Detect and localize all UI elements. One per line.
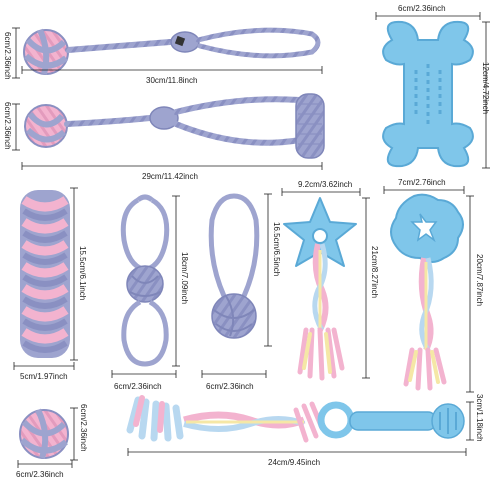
- toy4-width-label: 5cm/1.97inch: [20, 372, 68, 381]
- toy8-height-label: 20cm/7.87inch: [475, 254, 484, 307]
- toy3-height-label: 12cm/4.72inch: [481, 62, 490, 115]
- toy-star-tug: [283, 197, 357, 381]
- toy5-height-label: 18cm/7.09inch: [180, 252, 189, 305]
- toy6-width-label: 6cm/2.36inch: [206, 382, 254, 391]
- toy-knot-ball-loop-rope: [23, 27, 321, 75]
- toy1-height-label: 6cm/2.36inch: [3, 32, 12, 80]
- toy2-height-label: 6cm/2.36inch: [3, 102, 12, 150]
- toy5-width-label: 6cm/2.36inch: [114, 382, 162, 391]
- dim-toy5: [111, 195, 180, 378]
- dim-toy7: [281, 188, 370, 379]
- toy8-width-label: 7cm/2.76inch: [398, 178, 446, 187]
- dim-toy3: [375, 12, 490, 169]
- dim-toy6: [201, 193, 272, 378]
- toy3-width-label: 6cm/2.36inch: [398, 4, 446, 13]
- toy9-height-label: 6cm/2.36inch: [79, 404, 88, 452]
- dim-toy10: [127, 401, 474, 456]
- toy10-height-label: 3cm/1.18inch: [475, 394, 484, 442]
- toy-braided-stick: [20, 190, 70, 358]
- toy9-width-label: 6cm/2.36inch: [16, 470, 64, 479]
- dim-toy9: [17, 407, 78, 468]
- toy6-height-label: 16.5cm/6.5inch: [272, 222, 281, 277]
- dim-toy1: [12, 27, 323, 79]
- toy-knot-ball-coil-rope: [24, 93, 325, 159]
- toy-ring-tug: [390, 193, 464, 391]
- toy7-width-label: 9.2cm/3.62inch: [298, 180, 353, 189]
- dim-toy8: [383, 186, 474, 393]
- dim-toy2: [12, 103, 323, 170]
- toy-rope-ball: [19, 408, 69, 459]
- toy-double-loop-knot: [120, 194, 170, 367]
- toy4-height-label: 15.5cm/6.1inch: [78, 246, 87, 301]
- toy-single-loop-knot: [208, 193, 260, 339]
- toy-bone-chew: [382, 20, 474, 168]
- toy10-length-label: 24cm/9.45inch: [268, 458, 321, 467]
- toy7-height-label: 21cm/8.27inch: [370, 246, 379, 299]
- toy1-length-label: 30cm/11.8inch: [146, 76, 198, 85]
- toy-dumbbell-tug: [126, 395, 465, 443]
- toy2-length-label: 29cm/11.42inch: [142, 172, 198, 181]
- dim-toy4: [13, 187, 78, 370]
